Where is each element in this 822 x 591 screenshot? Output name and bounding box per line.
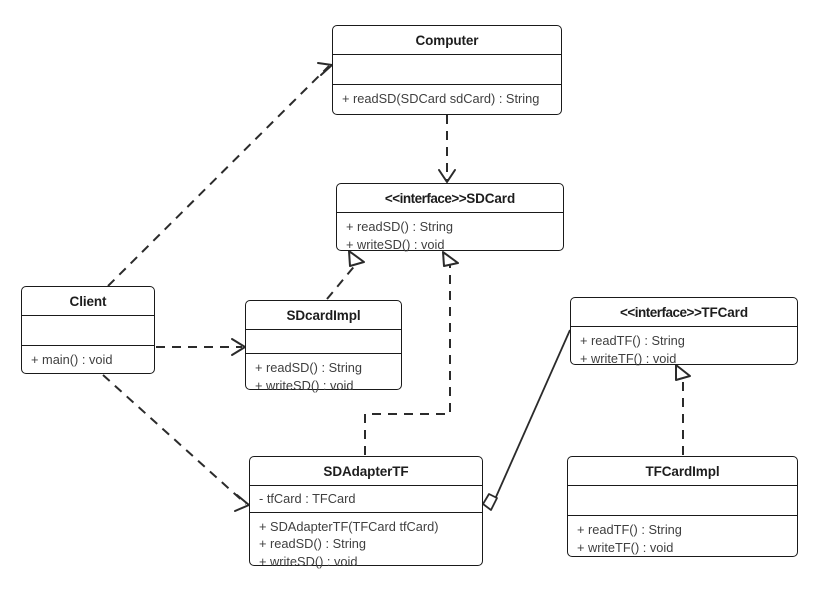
class-attributes-client — [22, 316, 154, 346]
method-item: + readTF() : String — [580, 333, 685, 348]
class-attributes-tfcardimpl — [568, 486, 797, 516]
method-item: + writeSD() : void — [346, 236, 445, 252]
class-box-sdcardimpl[interactable]: SDcardImpl + readSD() : String + writeSD… — [245, 300, 402, 393]
class-name-computer: Computer — [415, 32, 479, 48]
method-item: + writeTF() : void — [580, 350, 677, 366]
method-item: + writeSD() : void — [255, 377, 354, 393]
class-name-sdadaptertf: SDAdapterTF — [323, 463, 409, 479]
edge-client-to-computer[interactable] — [107, 62, 333, 287]
class-attributes-sdadaptertf: - tfCard : TFCard — [250, 486, 482, 513]
class-title-tfcardimpl: TFCardImpl — [568, 457, 797, 486]
edge-sdadaptertf-to-tfcard[interactable] — [482, 329, 571, 511]
class-name-client: Client — [69, 293, 107, 309]
method-item: + readSD(SDCard sdCard) : String — [342, 91, 540, 106]
class-methods-tfcard: + readTF() : String + writeTF() : void — [571, 327, 797, 372]
class-name-tfcardimpl: TFCardImpl — [645, 463, 720, 479]
attribute-item: - tfCard : TFCard — [259, 491, 356, 506]
class-box-tfcardimpl[interactable]: TFCardImpl + readTF() : String + writeTF… — [567, 456, 798, 557]
class-box-tfcard[interactable]: <<interface>>TFCard + readTF() : String … — [570, 297, 798, 366]
class-name-sdcardimpl: SDcardImpl — [286, 307, 361, 323]
method-item: + SDAdapterTF(TFCard tfCard) — [259, 518, 439, 534]
class-title-computer: Computer — [333, 26, 561, 55]
class-box-computer[interactable]: Computer + readSD(SDCard sdCard) : Strin… — [332, 25, 562, 115]
method-item: + readSD() : String — [255, 360, 363, 375]
edge-client-to-sdcardimpl[interactable] — [156, 338, 246, 356]
edge-tfcardimpl-to-tfcard[interactable] — [675, 364, 691, 455]
stereotype-tfcard: <<interface>> — [620, 304, 702, 320]
class-methods-client: + main() : void — [22, 346, 154, 374]
method-item: + readSD() : String — [346, 219, 454, 234]
class-name-tfcard: TFCard — [701, 304, 748, 320]
method-item: + writeTF() : void — [577, 539, 674, 555]
method-item: + readSD() : String — [259, 536, 367, 551]
edge-computer-to-sdcard[interactable] — [438, 115, 456, 183]
edge-sdcardimpl-to-sdcard[interactable] — [326, 250, 365, 300]
class-methods-computer: + readSD(SDCard sdCard) : String — [333, 85, 561, 113]
class-box-sdcard[interactable]: <<interface>>SDCard + readSD() : String … — [336, 183, 564, 252]
class-methods-sdcardimpl: + readSD() : String + writeSD() : void — [246, 354, 401, 399]
class-box-sdadaptertf[interactable]: SDAdapterTF - tfCard : TFCard + SDAdapte… — [249, 456, 483, 569]
class-title-sdcardimpl: SDcardImpl — [246, 301, 401, 330]
stereotype-sdcard: <<interface>> — [384, 190, 467, 206]
class-name-sdcard: SDCard — [466, 190, 516, 206]
method-item: + writeSD() : void — [259, 553, 358, 569]
class-title-tfcard: <<interface>>TFCard — [571, 298, 797, 327]
class-methods-sdadaptertf: + SDAdapterTF(TFCard tfCard) + readSD() … — [250, 513, 482, 576]
method-item: + readTF() : String — [577, 522, 682, 537]
class-attributes-sdcardimpl — [246, 330, 401, 354]
class-methods-sdcard: + readSD() : String + writeSD() : void — [337, 213, 563, 258]
class-attributes-computer — [333, 55, 561, 85]
class-title-sdcard: <<interface>>SDCard — [337, 184, 563, 213]
edge-client-to-sdadaptertf[interactable] — [102, 374, 250, 512]
method-item: + main() : void — [31, 352, 113, 367]
edge-sdadaptertf-to-sdcard[interactable] — [364, 251, 459, 455]
class-methods-tfcardimpl: + readTF() : String + writeTF() : void — [568, 516, 797, 561]
class-title-sdadaptertf: SDAdapterTF — [250, 457, 482, 486]
class-box-client[interactable]: Client + main() : void — [21, 286, 155, 374]
class-title-client: Client — [22, 287, 154, 316]
